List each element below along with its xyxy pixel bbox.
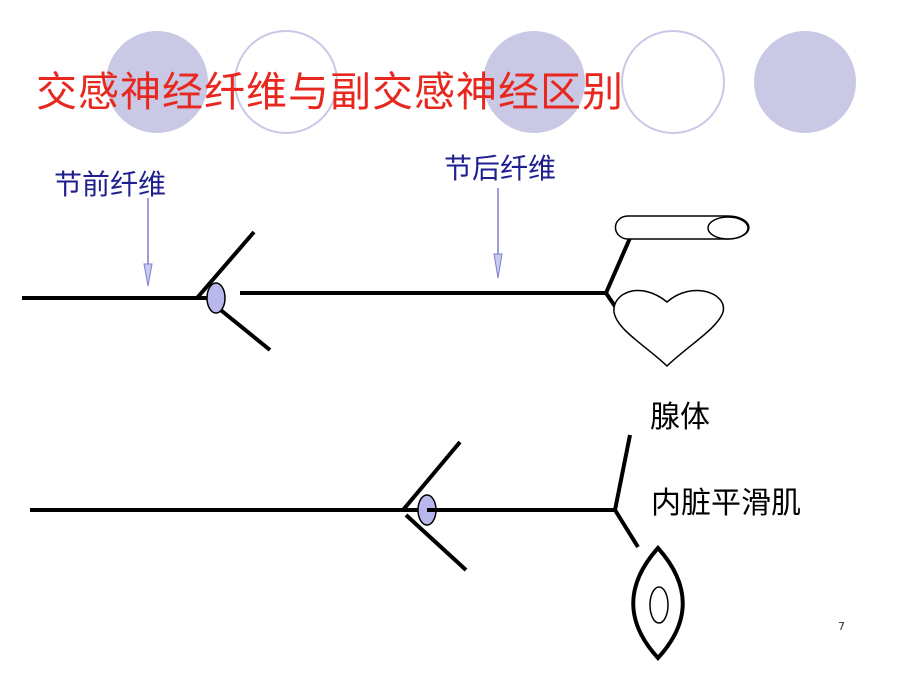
dendrite-upper-bottom bbox=[401, 440, 462, 512]
effector-organs bbox=[613, 215, 750, 661]
dendrite-lower-bottom bbox=[404, 513, 468, 572]
decor-circle-filled-3 bbox=[754, 31, 856, 133]
preganglionic-arrow bbox=[143, 198, 153, 287]
effector-branch-up-bottom bbox=[613, 434, 632, 511]
gland-label: 腺体 bbox=[650, 400, 710, 435]
decor-circle-outline-1 bbox=[234, 30, 338, 134]
smooth-muscle-cell-icon bbox=[631, 544, 685, 661]
effector-branch-up-top bbox=[604, 237, 632, 294]
postganglionic-fiber-label: 节后纤维 bbox=[444, 152, 557, 185]
visceral-smooth-muscle-label: 内脏平滑肌 bbox=[651, 486, 801, 521]
gland-heart-icon bbox=[613, 289, 725, 368]
decor-circle-filled-2 bbox=[483, 31, 585, 133]
slide-title: 交感神经纤维与副交感神经区别 bbox=[36, 68, 624, 116]
postganglionic-arrow bbox=[493, 188, 503, 279]
dendrite-upper-top bbox=[195, 230, 256, 300]
decor-circle-filled-1 bbox=[106, 31, 208, 133]
preganglionic-fiber-label: 节前纤维 bbox=[54, 168, 167, 201]
ganglion-top bbox=[206, 282, 226, 314]
indicator-arrows bbox=[143, 188, 503, 287]
sympathetic-pathway bbox=[22, 230, 633, 352]
effector-branch-down-bottom bbox=[613, 508, 640, 549]
page-number: 7 bbox=[838, 620, 845, 633]
parasympathetic-pathway bbox=[30, 434, 640, 572]
title-decoration bbox=[106, 30, 856, 134]
gland-tube-icon bbox=[614, 215, 750, 240]
decor-circle-outline-2 bbox=[621, 30, 725, 134]
